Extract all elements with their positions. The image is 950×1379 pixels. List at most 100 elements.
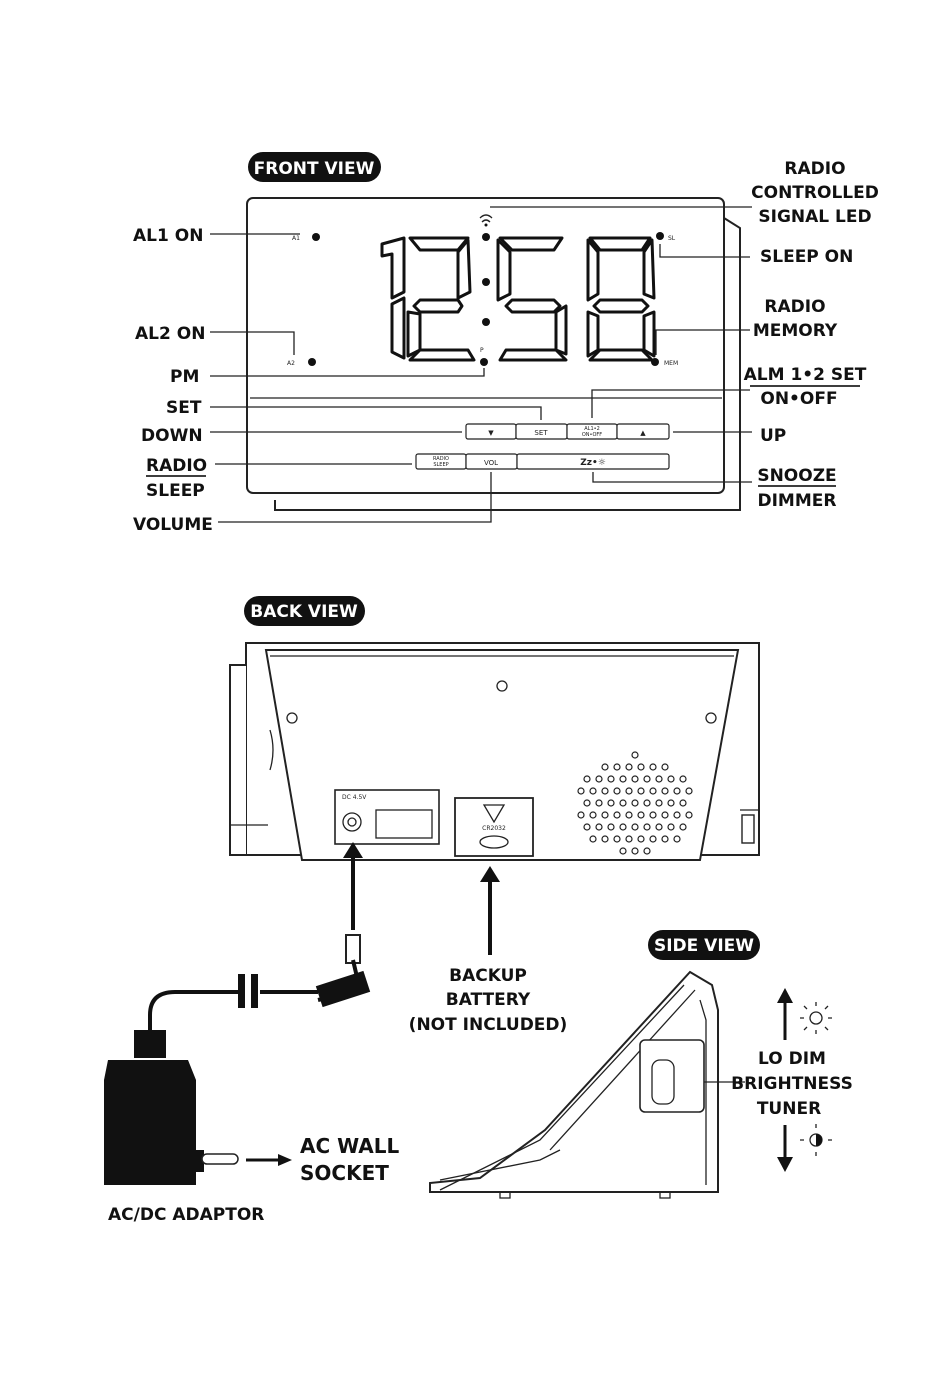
clock-front-panel xyxy=(246,197,725,494)
grille-hole xyxy=(613,787,621,795)
label-al1-on: AL1 ON xyxy=(133,226,203,246)
grille-hole xyxy=(661,787,669,795)
up-button[interactable] xyxy=(616,423,670,440)
grille-hole xyxy=(673,787,681,795)
label-radio-controlled-3: SIGNAL LED xyxy=(758,207,871,227)
label-brightness: BRIGHTNESS xyxy=(731,1074,853,1094)
front-view-title: FRONT VIEW xyxy=(254,159,375,179)
grille-hole xyxy=(631,751,639,759)
memory-dot xyxy=(651,358,659,366)
grille-hole xyxy=(679,799,687,807)
grille-hole xyxy=(595,823,603,831)
grille-hole xyxy=(673,835,681,843)
side-housing xyxy=(429,970,719,1193)
brightness-tuner[interactable] xyxy=(639,1039,705,1113)
grille-hole xyxy=(601,787,609,795)
back-view: BACK VIEW DC 4.5V CR2032 xyxy=(104,596,760,1225)
label-down: DOWN xyxy=(141,426,203,446)
label-ac-wall: AC WALL xyxy=(300,1134,400,1158)
label-al2-on: AL2 ON xyxy=(135,324,205,344)
grille-hole xyxy=(601,811,609,819)
battery-door[interactable] xyxy=(454,797,534,857)
a2-indicator: A2 xyxy=(287,360,295,367)
side-view: SIDE VIEW LO DIM BRIGHTNE xyxy=(429,930,853,1199)
radio-sleep-button-label: RADIO xyxy=(433,456,449,462)
side-view-title: SIDE VIEW xyxy=(654,936,754,956)
label-up: UP xyxy=(760,426,786,446)
grille-hole xyxy=(649,787,657,795)
alarm-set-button-label: AL1•2 xyxy=(584,426,600,432)
grille-hole xyxy=(595,799,603,807)
label-alm-set: ALM 1•2 SET xyxy=(744,365,867,385)
arrow-up-icon xyxy=(777,988,793,1040)
grille-hole xyxy=(583,775,591,783)
display-digits xyxy=(380,236,656,362)
snooze-dimmer-button[interactable] xyxy=(516,453,670,470)
label-adaptor: AC/DC ADAPTOR xyxy=(108,1205,264,1225)
front-view: FRONT VIEW xyxy=(133,152,879,535)
label-radio: RADIO xyxy=(146,456,207,476)
grille-hole xyxy=(613,763,621,771)
up-button-label: ▲ xyxy=(640,429,646,437)
p-indicator: P xyxy=(480,347,484,354)
grille-hole xyxy=(643,847,651,855)
grille-hole xyxy=(619,775,627,783)
volume-button-label: VOL xyxy=(484,459,498,467)
set-button-label: SET xyxy=(534,429,548,437)
signal-led-dot xyxy=(482,233,490,241)
label-radio-memory-2: MEMORY xyxy=(753,321,838,341)
grille-hole xyxy=(619,847,627,855)
label-radio-controlled-2: CONTROLLED xyxy=(751,183,879,203)
dc-panel xyxy=(334,789,440,845)
grille-hole xyxy=(655,799,663,807)
grille-hole xyxy=(607,799,615,807)
arrow-down-icon xyxy=(777,1125,793,1172)
grille-hole xyxy=(643,775,651,783)
front-view-badge xyxy=(248,152,381,182)
al2-dot xyxy=(308,358,316,366)
label-dimmer: DIMMER xyxy=(758,491,837,511)
ac-dc-adaptor xyxy=(104,1060,196,1185)
grille-hole xyxy=(661,763,669,771)
grille-hole xyxy=(619,823,627,831)
grille-hole xyxy=(679,823,687,831)
grille-hole xyxy=(589,835,597,843)
label-battery: BATTERY xyxy=(446,990,531,1010)
grille-hole xyxy=(661,811,669,819)
label-volume: VOLUME xyxy=(133,515,213,535)
grille-hole xyxy=(601,835,609,843)
mem-indicator: MEM xyxy=(664,360,678,367)
grille-hole xyxy=(631,823,639,831)
grille-hole xyxy=(667,799,675,807)
snooze-button-label: Zz•☼ xyxy=(580,458,606,468)
grille-hole xyxy=(625,787,633,795)
sleep-dot xyxy=(656,232,664,240)
label-socket: SOCKET xyxy=(300,1161,389,1185)
dc-jack[interactable] xyxy=(342,812,362,832)
grille-hole xyxy=(625,763,633,771)
label-not-included: (NOT INCLUDED) xyxy=(409,1015,568,1035)
grille-hole xyxy=(685,811,693,819)
grille-hole xyxy=(625,811,633,819)
grille-hole xyxy=(637,787,645,795)
grille-hole xyxy=(631,775,639,783)
grille-hole xyxy=(631,799,639,807)
grille-hole xyxy=(631,847,639,855)
label-radio-memory-1: RADIO xyxy=(764,297,825,317)
grille-hole xyxy=(589,811,597,819)
grille-hole xyxy=(601,763,609,771)
grille-hole xyxy=(637,763,645,771)
grille-hole xyxy=(583,823,591,831)
grille-hole xyxy=(589,787,597,795)
grille-hole xyxy=(673,811,681,819)
grille-hole xyxy=(637,835,645,843)
grille-hole xyxy=(625,835,633,843)
alarm-set-button-label-2: ON•OFF xyxy=(582,432,602,438)
radio-sleep-button-label-2: SLEEP xyxy=(433,462,448,468)
battery-code: CR2032 xyxy=(482,825,506,832)
back-view-badge xyxy=(244,596,365,626)
grille-hole xyxy=(583,799,591,807)
sun-dim-icon xyxy=(800,1124,832,1156)
grille-hole xyxy=(637,811,645,819)
